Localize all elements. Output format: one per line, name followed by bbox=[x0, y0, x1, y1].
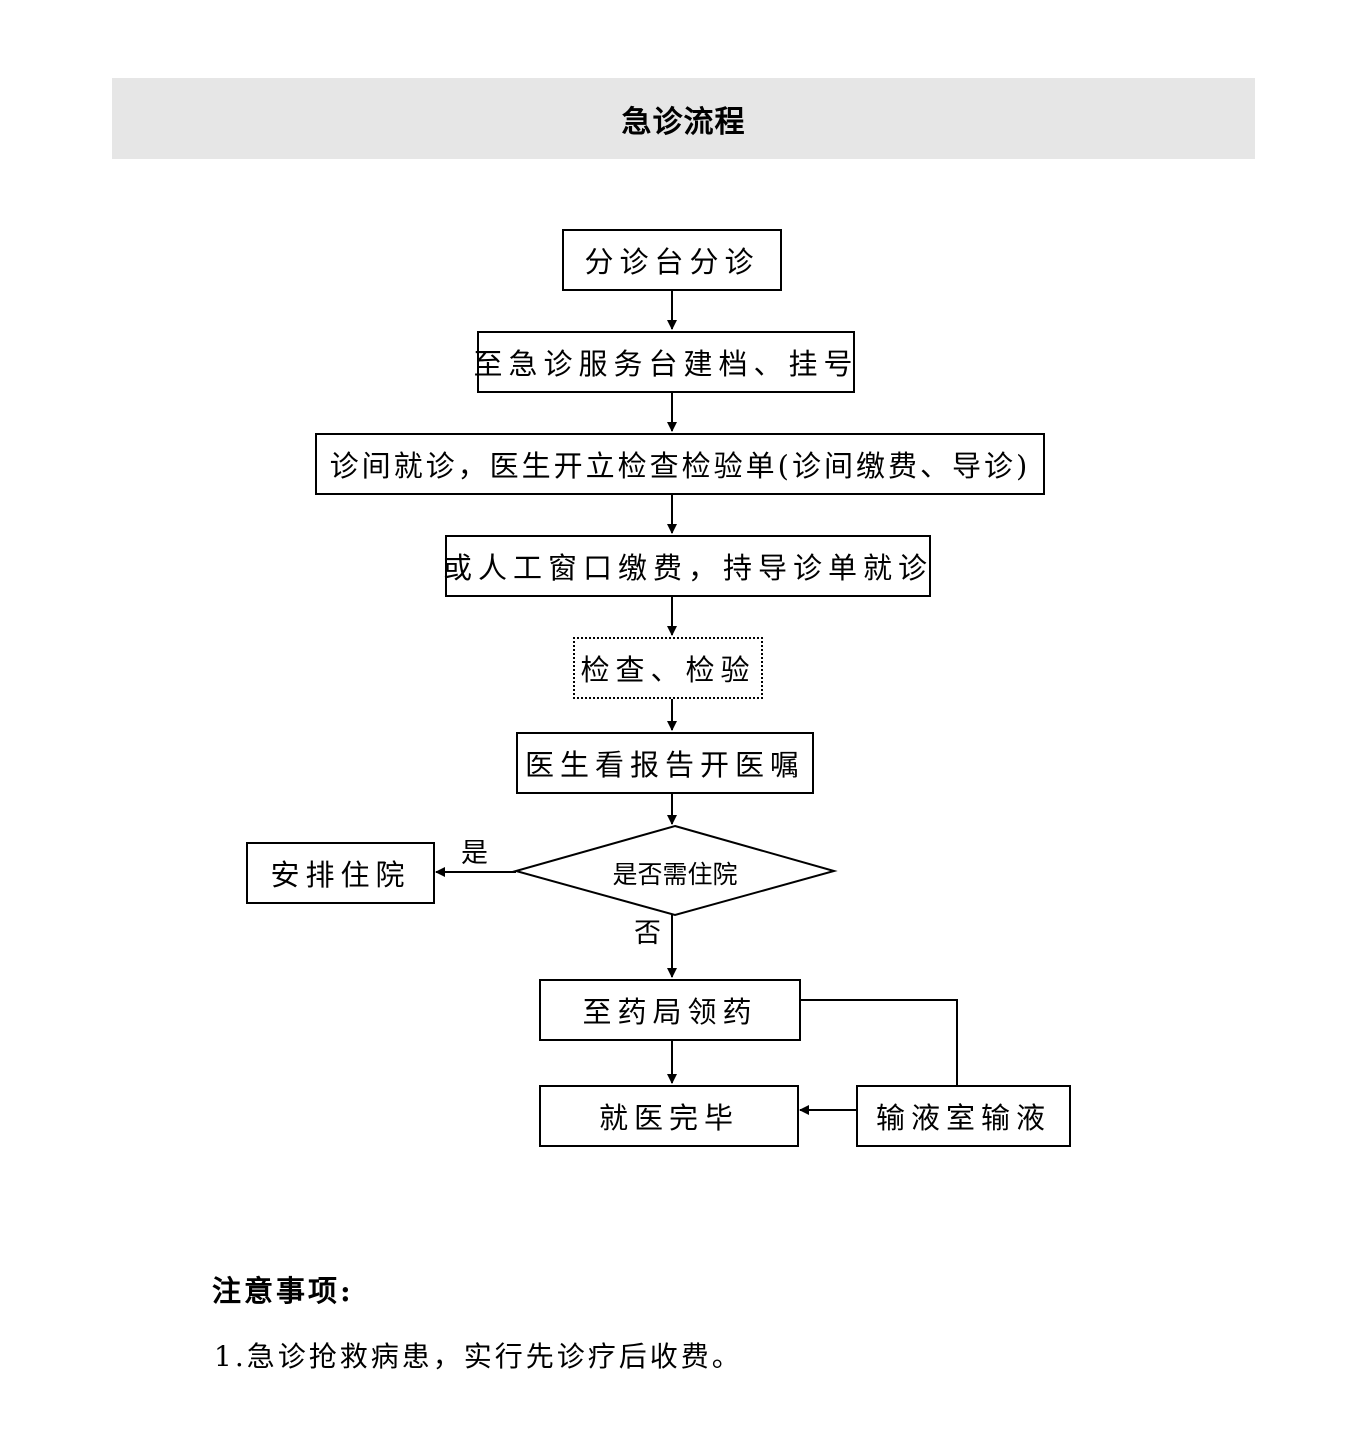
node-pharmacy-label: 至药局领药 bbox=[582, 995, 758, 1029]
node-done: 就医完毕 bbox=[539, 1085, 799, 1147]
node-decision-label: 是否需住院 bbox=[612, 860, 738, 889]
node-triage: 分诊台分诊 bbox=[562, 229, 782, 291]
node-report: 医生看报告开医嘱 bbox=[516, 732, 814, 794]
node-register-label: 至急诊服务台建档、挂号 bbox=[473, 347, 859, 381]
decision-diamond bbox=[512, 824, 838, 917]
node-infusion: 输液室输液 bbox=[856, 1085, 1071, 1147]
node-exam-label: 检查、检验 bbox=[580, 653, 756, 687]
edge-pharmacy-infusion bbox=[800, 999, 958, 1085]
notes-heading: 注意事项: bbox=[212, 1274, 354, 1308]
node-consult-label: 诊间就诊，医生开立检查检验单(诊间缴费、导诊) bbox=[329, 449, 1031, 483]
node-payment: 或人工窗口缴费，持导诊单就诊 bbox=[443, 535, 934, 597]
title-bar: 急诊流程 bbox=[112, 78, 1255, 159]
node-consult: 诊间就诊，医生开立检查检验单(诊间缴费、导诊) bbox=[315, 433, 1045, 495]
node-infusion-label: 输液室输液 bbox=[875, 1101, 1051, 1135]
node-triage-label: 分诊台分诊 bbox=[584, 245, 760, 279]
node-payment-label: 或人工窗口缴费，持导诊单就诊 bbox=[443, 551, 934, 585]
node-done-label: 就医完毕 bbox=[598, 1101, 739, 1135]
node-exam: 检查、检验 bbox=[573, 637, 763, 699]
note-item: 1.急诊抢救病患，实行先诊疗后收费。 bbox=[214, 1340, 743, 1373]
node-pharmacy: 至药局领药 bbox=[539, 979, 801, 1041]
page-title: 急诊流程 bbox=[621, 104, 746, 140]
node-admit-label: 安排住院 bbox=[270, 858, 411, 892]
node-admit: 安排住院 bbox=[246, 842, 435, 904]
edge-label-no: 否 bbox=[634, 918, 661, 949]
node-register: 至急诊服务台建档、挂号 bbox=[474, 331, 855, 393]
node-report-label: 医生看报告开医嘱 bbox=[524, 748, 805, 782]
edge-label-yes: 是 bbox=[461, 838, 488, 869]
